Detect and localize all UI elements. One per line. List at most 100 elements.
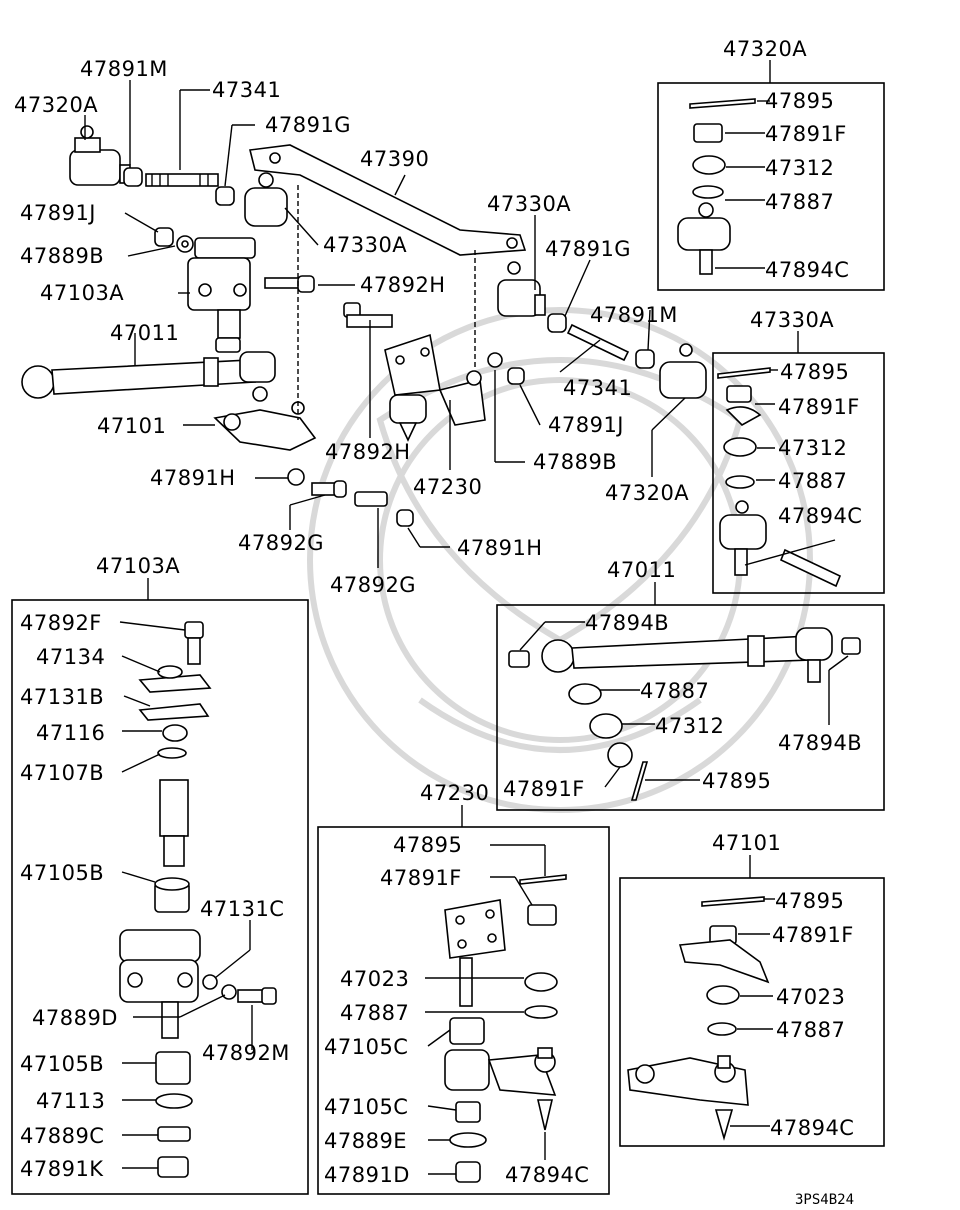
label-47891F-c: 47891F bbox=[503, 777, 585, 801]
label-47891F: 47891F bbox=[765, 122, 847, 146]
label-47341-top: 47341 bbox=[212, 78, 281, 102]
label-47023-d: 47023 bbox=[340, 967, 409, 991]
washer-47889B-left[interactable] bbox=[176, 235, 194, 253]
washer-47889B-mid[interactable] bbox=[487, 352, 503, 368]
ball-joint-right[interactable] bbox=[497, 261, 546, 317]
adjusting-rod-right[interactable] bbox=[566, 323, 630, 362]
main-assembly bbox=[21, 125, 707, 527]
label-47892H-top: 47892H bbox=[360, 273, 446, 297]
label-47891F-d: 47891F bbox=[380, 866, 462, 890]
label-47894C-e: 47894C bbox=[770, 1116, 854, 1140]
label-47131C: 47131C bbox=[200, 897, 284, 921]
box-title-47011: 47011 bbox=[607, 558, 676, 582]
ball-joint-left[interactable] bbox=[244, 172, 288, 227]
label-47011-top: 47011 bbox=[110, 321, 179, 345]
label-47895-e: 47895 bbox=[775, 889, 844, 913]
label-47330A-left: 47330A bbox=[323, 233, 407, 257]
box-47320A: 47320A 47895 47891F 47312 47887 47894C bbox=[657, 37, 885, 291]
label-47889C: 47889C bbox=[20, 1124, 104, 1148]
nut-47891M-left[interactable] bbox=[123, 167, 143, 187]
label-47023-e: 47023 bbox=[776, 985, 845, 1009]
label-47894C-d: 47894C bbox=[505, 1163, 589, 1187]
nut-47891G-right[interactable] bbox=[547, 313, 567, 333]
label-47889B-mid: 47889B bbox=[533, 450, 617, 474]
nut-47891H-left[interactable] bbox=[287, 468, 305, 486]
label-47105C: 47105C bbox=[324, 1035, 408, 1059]
idler-arm-bracket[interactable] bbox=[187, 237, 256, 353]
label-47312: 47312 bbox=[765, 156, 834, 180]
nut-47891G-left[interactable] bbox=[215, 186, 235, 206]
label-47889E: 47889E bbox=[324, 1129, 407, 1153]
bolt-47892H-mid[interactable] bbox=[343, 302, 393, 328]
label-47312-b: 47312 bbox=[778, 436, 847, 460]
idler-bracket-47230[interactable] bbox=[384, 333, 486, 442]
diagram-code: 3PS4B24 bbox=[795, 1192, 854, 1208]
nut-47891J-mid[interactable] bbox=[507, 367, 525, 385]
label-47891G-right: 47891G bbox=[545, 237, 631, 261]
label-47341-right: 47341 bbox=[563, 376, 632, 400]
box-47011: 47011 47894B 47887 47312 47894B 47891F 4… bbox=[496, 558, 885, 811]
label-47891K: 47891K bbox=[20, 1157, 104, 1181]
label-47894B-2: 47894B bbox=[778, 731, 862, 755]
label-47889B-left: 47889B bbox=[20, 244, 104, 268]
box-title-47103A: 47103A bbox=[96, 554, 180, 578]
label-47895-c: 47895 bbox=[702, 769, 771, 793]
relay-rod-47011[interactable] bbox=[21, 351, 276, 402]
label-47894C-b: 47894C bbox=[778, 504, 862, 528]
box-title-47230: 47230 bbox=[420, 781, 489, 805]
ball-stud-icon bbox=[677, 217, 731, 251]
label-47892F: 47892F bbox=[20, 611, 102, 635]
label-47116: 47116 bbox=[36, 721, 105, 745]
label-47889D: 47889D bbox=[32, 1006, 118, 1030]
label-47895-b: 47895 bbox=[780, 360, 849, 384]
label-47887-c: 47887 bbox=[640, 679, 709, 703]
label-47891H-right: 47891H bbox=[457, 536, 543, 560]
label-47320A-right: 47320A bbox=[605, 481, 689, 505]
box-title-47320A: 47320A bbox=[723, 37, 807, 61]
label-47891F-b: 47891F bbox=[778, 395, 860, 419]
label-47891M-right: 47891M bbox=[590, 303, 678, 327]
tie-rod-end-left[interactable] bbox=[69, 125, 131, 186]
label-47107B: 47107B bbox=[20, 761, 104, 785]
label-47895-d: 47895 bbox=[393, 833, 462, 857]
label-47103A-top: 47103A bbox=[40, 281, 124, 305]
box-47101: 47101 47895 47891F 47023 47887 47894C bbox=[619, 831, 885, 1147]
bolt-47892H-top[interactable] bbox=[264, 275, 315, 293]
main-leaders bbox=[84, 80, 686, 568]
label-47105B: 47105B bbox=[20, 861, 104, 885]
tie-rod-end-right[interactable] bbox=[659, 343, 707, 399]
box-title-47101: 47101 bbox=[712, 831, 781, 855]
label-47887-e: 47887 bbox=[776, 1018, 845, 1042]
adjusting-rod-left[interactable] bbox=[145, 173, 219, 187]
label-47105B-2: 47105B bbox=[20, 1052, 104, 1076]
label-47892M: 47892M bbox=[202, 1041, 290, 1065]
label-47312-c: 47312 bbox=[655, 714, 724, 738]
label-47895: 47895 bbox=[765, 89, 834, 113]
box-47230: 47230 47895 47891F 47023 bbox=[317, 781, 610, 1195]
bolt-47892G-right[interactable] bbox=[354, 491, 388, 507]
label-47891D: 47891D bbox=[324, 1163, 410, 1187]
label-47113: 47113 bbox=[36, 1089, 105, 1113]
label-47894C: 47894C bbox=[765, 258, 849, 282]
label-47892G-left: 47892G bbox=[238, 531, 324, 555]
label-47320A-left: 47320A bbox=[14, 93, 98, 117]
nut-47891H-right[interactable] bbox=[396, 509, 414, 527]
nut-47891M-right[interactable] bbox=[635, 349, 655, 369]
label-47891J-mid: 47891J bbox=[548, 413, 624, 437]
box-title-47330A: 47330A bbox=[750, 308, 834, 332]
center-link[interactable] bbox=[249, 144, 527, 256]
pitman-arm-47101[interactable] bbox=[213, 401, 317, 451]
label-47230-top: 47230 bbox=[413, 475, 482, 499]
label-47887-d: 47887 bbox=[340, 1001, 409, 1025]
bolt-47892G-left[interactable] bbox=[311, 480, 347, 498]
main-labels: 47891M 47341 47320A 47891G 47390 47891J … bbox=[14, 57, 689, 597]
label-47891H-left: 47891H bbox=[150, 466, 236, 490]
label-47892H-bottom: 47892H bbox=[325, 440, 411, 464]
label-47390: 47390 bbox=[360, 147, 429, 171]
label-47894B: 47894B bbox=[585, 611, 669, 635]
label-47891G-top: 47891G bbox=[265, 113, 351, 137]
label-47892G-bottom: 47892G bbox=[330, 573, 416, 597]
nut-47891J-left[interactable] bbox=[154, 227, 174, 247]
ring-icon bbox=[692, 185, 724, 199]
